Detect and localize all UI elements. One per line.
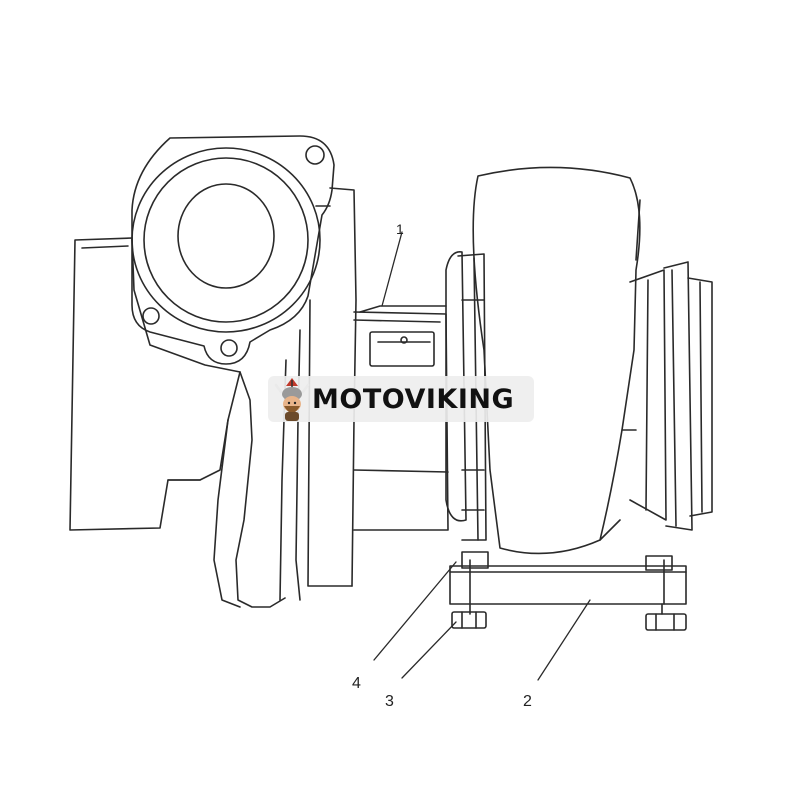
mounting-bracket	[449, 551, 687, 631]
outlet-rings	[629, 261, 713, 531]
callout-1: 1	[396, 221, 404, 237]
callout-3: 3	[385, 693, 394, 710]
watermark-text: MOTOVIKING	[312, 383, 515, 415]
turbine-housing	[69, 237, 286, 608]
watermark: MOTOVIKING	[268, 376, 534, 422]
callout-2: 2	[523, 693, 532, 710]
leader-lines	[373, 231, 591, 681]
center-housing	[353, 305, 449, 531]
callout-4: 4	[352, 675, 361, 692]
compressor-housing	[472, 166, 641, 555]
viking-mascot-icon	[274, 378, 310, 421]
inlet-flange	[131, 135, 335, 365]
